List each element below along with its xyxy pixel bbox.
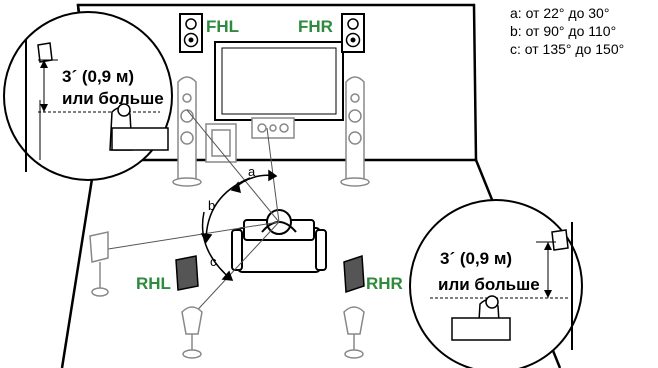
label-fhl: FHL [206, 17, 239, 36]
speaker-surround-left-icon [90, 232, 108, 296]
legend-c: c: от 135° до 150° [510, 41, 624, 57]
speaker-front-left-icon [173, 77, 201, 186]
speaker-rhr-icon [344, 256, 364, 292]
floor-left-edge [62, 160, 95, 368]
angle-b-label: b [208, 198, 215, 213]
label-rhr: RHR [366, 274, 403, 293]
label-rhl: RHL [136, 274, 171, 293]
speaker-front-right-icon [341, 77, 369, 186]
angle-c-label: c [210, 254, 217, 269]
legend-b: b: от 90° до 110° [510, 23, 616, 39]
speaker-center-icon [252, 118, 294, 138]
label-fhr: FHR [298, 17, 333, 36]
legend-a: a: от 22° до 30° [510, 5, 609, 21]
speaker-fhr-icon [342, 14, 364, 52]
tv [215, 42, 343, 126]
callout-left-note: или больше [62, 89, 164, 108]
speaker-rhl-icon [176, 256, 198, 290]
speaker-surround-back-left-icon [182, 307, 202, 358]
callout-right-height: 3´ (0,9 м) [440, 249, 512, 268]
angle-a-label: a [248, 164, 256, 179]
subwoofer-icon [206, 124, 236, 162]
callout-right-note: или больше [438, 275, 540, 294]
speaker-fhl-icon [180, 14, 202, 52]
callout-left-height: 3´ (0,9 м) [62, 67, 134, 86]
speaker-surround-back-right-icon [344, 307, 364, 358]
